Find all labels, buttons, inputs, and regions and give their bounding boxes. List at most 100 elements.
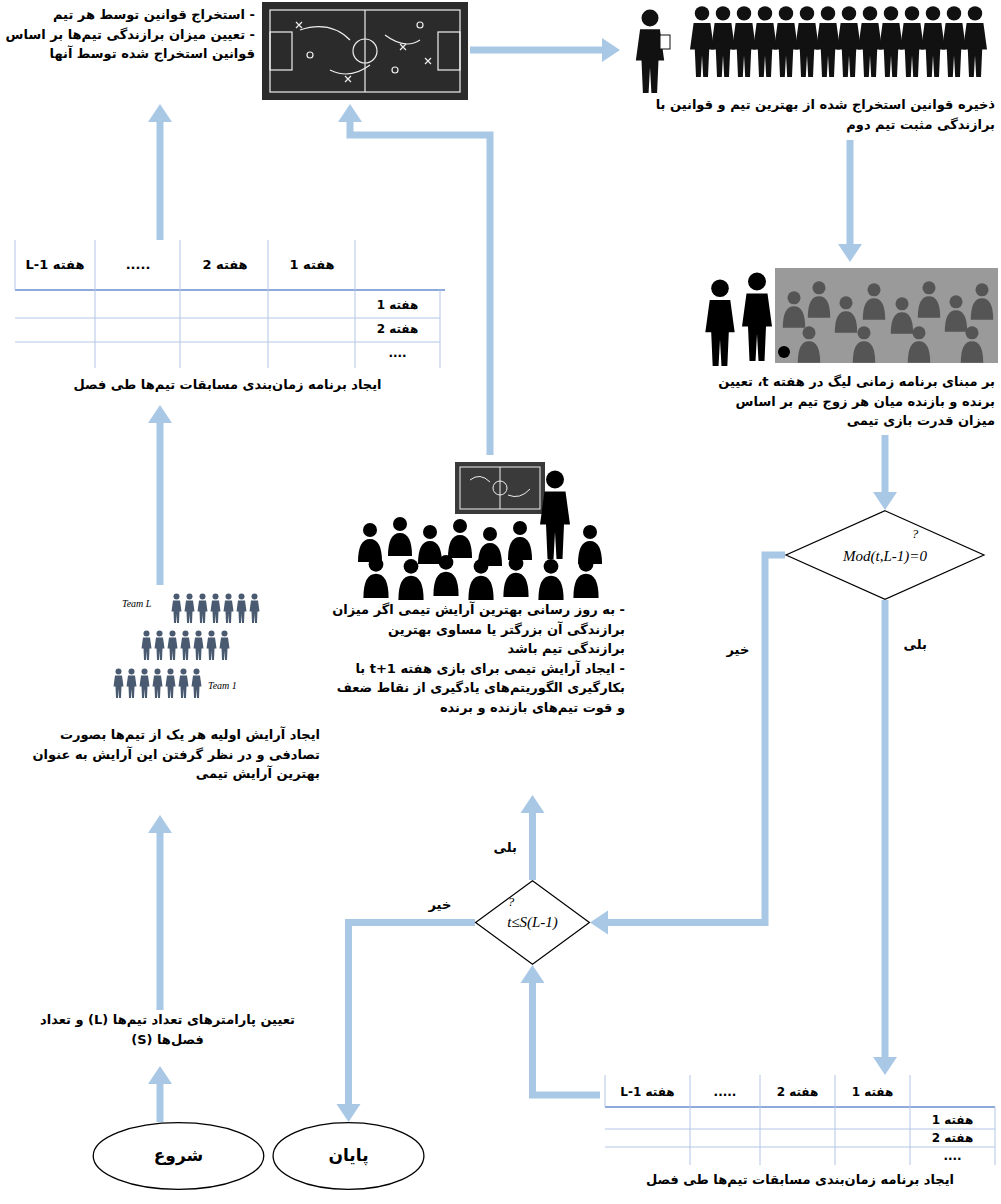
step-text: بر مبنای برنامه زمانی لیگ در هفته t، تعی… xyxy=(695,372,995,431)
arrow-head xyxy=(873,1057,897,1075)
shape-text: Mod(t,L-1)=0 xyxy=(785,545,985,568)
text-column: بر مبنای برنامه زمانی لیگ در هفته t، تعی… xyxy=(695,372,995,431)
arrow-head xyxy=(148,104,172,122)
process-step: بر مبنای برنامه زمانی لیگ در هفته t، تعی… xyxy=(690,262,1001,435)
flow-arrow xyxy=(521,795,545,880)
flow-arrow xyxy=(470,38,620,62)
decision-shape xyxy=(786,511,984,600)
branch-label: بلی xyxy=(491,839,520,857)
flow-arrow xyxy=(838,140,862,262)
table-cell: هفته 1 xyxy=(355,296,440,314)
step-text: - به روز رسانی بهترین آرایش تیمی اگر میز… xyxy=(330,600,625,659)
process-step: ایجاد آرایش اولیه هر یک از تیم‌ها بصورت … xyxy=(10,585,320,815)
shape-text: t≤S(L-1) xyxy=(475,911,590,934)
step-text: - ایجاد آرایش تیمی برای بازی هفته t+1 با… xyxy=(330,659,625,718)
tactics-board xyxy=(262,2,468,100)
branch-label: خیر xyxy=(724,641,753,659)
arrow-line xyxy=(529,813,536,880)
team-label: Team 1 xyxy=(208,680,237,692)
step-text: ذخیره قوانین استخراج شده از بهترین تیم و… xyxy=(625,95,995,134)
process-step: - استخراج قوانین توسط هر تیم- تعیین میزا… xyxy=(0,0,470,104)
schedule-table: هفته 1 هفته 2.....هفته L-1 هفته 1 هفته 2...… xyxy=(10,240,445,405)
end-terminal: پایان xyxy=(272,1122,425,1190)
table-cell: هفته 2 xyxy=(185,255,265,275)
shape-text: ? xyxy=(907,524,923,544)
table-cell: هفته 1 xyxy=(910,1111,995,1129)
text-column: ذخیره قوانین استخراج شده از بهترین تیم و… xyxy=(625,95,995,134)
shape-text: ? xyxy=(503,892,519,912)
arrow-line xyxy=(157,423,164,585)
shape-text: پایان xyxy=(272,1143,425,1169)
match-scene xyxy=(705,268,998,366)
coach-and-players xyxy=(636,6,987,93)
coach-briefing xyxy=(358,462,602,600)
text-column: ایجاد آرایش اولیه هر یک از تیم‌ها بصورت … xyxy=(10,725,320,784)
arrow-line xyxy=(882,600,889,1057)
step-text: تعیین پارامترهای تعداد تیم‌ها (L) و تعدا… xyxy=(25,1010,310,1049)
arrow-head xyxy=(337,1104,361,1122)
arrow-line xyxy=(157,1084,164,1122)
process-step: - به روز رسانی بهترین آرایش تیمی اگر میز… xyxy=(325,455,630,795)
branch-label: بلی xyxy=(901,636,930,654)
arrow-line xyxy=(882,435,889,492)
shape-text: شروع xyxy=(92,1143,265,1169)
flow-arrow xyxy=(148,405,172,585)
table-cell: هفته 2 xyxy=(760,1083,835,1101)
arrow-head xyxy=(148,1066,172,1084)
arrow-head xyxy=(521,965,545,983)
arrow-line xyxy=(608,555,785,923)
arrow-line xyxy=(349,923,476,1105)
step-text: ایجاد آرایش اولیه هر یک از تیم‌ها بصورت … xyxy=(10,725,320,784)
flow-arrow xyxy=(148,104,172,240)
flow-arrow xyxy=(521,965,601,1095)
branch-label: خیر xyxy=(426,896,455,914)
table-cell: ..... xyxy=(690,1083,760,1101)
table-cell: .... xyxy=(355,344,440,362)
arrow-line xyxy=(350,122,490,455)
arrow-head xyxy=(338,104,362,122)
arrow-head xyxy=(521,795,545,813)
arrow-line xyxy=(157,833,164,1010)
arrow-head xyxy=(873,492,897,510)
table-cell: ..... xyxy=(98,255,178,275)
arrow-head xyxy=(590,911,608,935)
table-cell: هفته L-1 xyxy=(605,1083,690,1101)
flow-arrow xyxy=(338,104,490,455)
table-cell: هفته 2 xyxy=(910,1129,995,1147)
process-step: ذخیره قوانین استخراج شده از بهترین تیم و… xyxy=(620,0,1001,140)
decision-diamond: t≤S(L-1)? xyxy=(475,880,590,965)
step-text: - تعیین میزان برازندگی تیم‌ها بر اساس قو… xyxy=(5,25,255,64)
team-formation xyxy=(114,594,260,699)
table-cell: هفته 2 xyxy=(355,320,440,338)
flow-arrow xyxy=(148,815,172,1010)
decision-shape xyxy=(476,881,590,965)
table-cell: هفته 1 xyxy=(835,1083,910,1101)
arrow-line xyxy=(157,122,164,240)
text-column: تعیین پارامترهای تعداد تیم‌ها (L) و تعدا… xyxy=(25,1010,310,1049)
arrow-head xyxy=(838,244,862,262)
flow-arrow xyxy=(337,923,476,1123)
arrow-head xyxy=(148,405,172,423)
decision-diamond: Mod(t,L-1)=0? xyxy=(785,510,985,600)
text-column: - استخراج قوانین توسط هر تیم- تعیین میزا… xyxy=(5,5,255,64)
table-cell: هفته L-1 xyxy=(15,255,95,275)
arrow-head xyxy=(602,38,620,62)
arrow-head xyxy=(148,815,172,833)
text-column: - به روز رسانی بهترین آرایش تیمی اگر میز… xyxy=(330,600,625,717)
table-cell: .... xyxy=(910,1147,995,1165)
team-label: Team L xyxy=(122,598,151,610)
arrow-line xyxy=(470,47,602,54)
table-cell: هفته 1 xyxy=(272,255,352,275)
arrow-line xyxy=(847,140,854,244)
schedule-table: هفته 1هفته 2.....هفته L-1هفته 1هفته 2...… xyxy=(600,1075,1000,1200)
flow-arrow xyxy=(873,600,897,1075)
step-text: - استخراج قوانین توسط هر تیم xyxy=(5,5,255,25)
start-terminal: شروع xyxy=(92,1122,265,1190)
arrow-line xyxy=(533,983,601,1095)
flow-arrow xyxy=(148,1066,172,1122)
flow-arrow xyxy=(873,435,897,510)
table-cell: ایجاد برنامه زمان‌بندی مسابقات تیم‌ها طی… xyxy=(10,375,445,395)
input-step: تعیین پارامترهای تعداد تیم‌ها (L) و تعدا… xyxy=(25,1010,310,1066)
table-cell: ایجاد برنامه زمان‌بندی مسابقات تیم‌ها طی… xyxy=(600,1170,1000,1190)
